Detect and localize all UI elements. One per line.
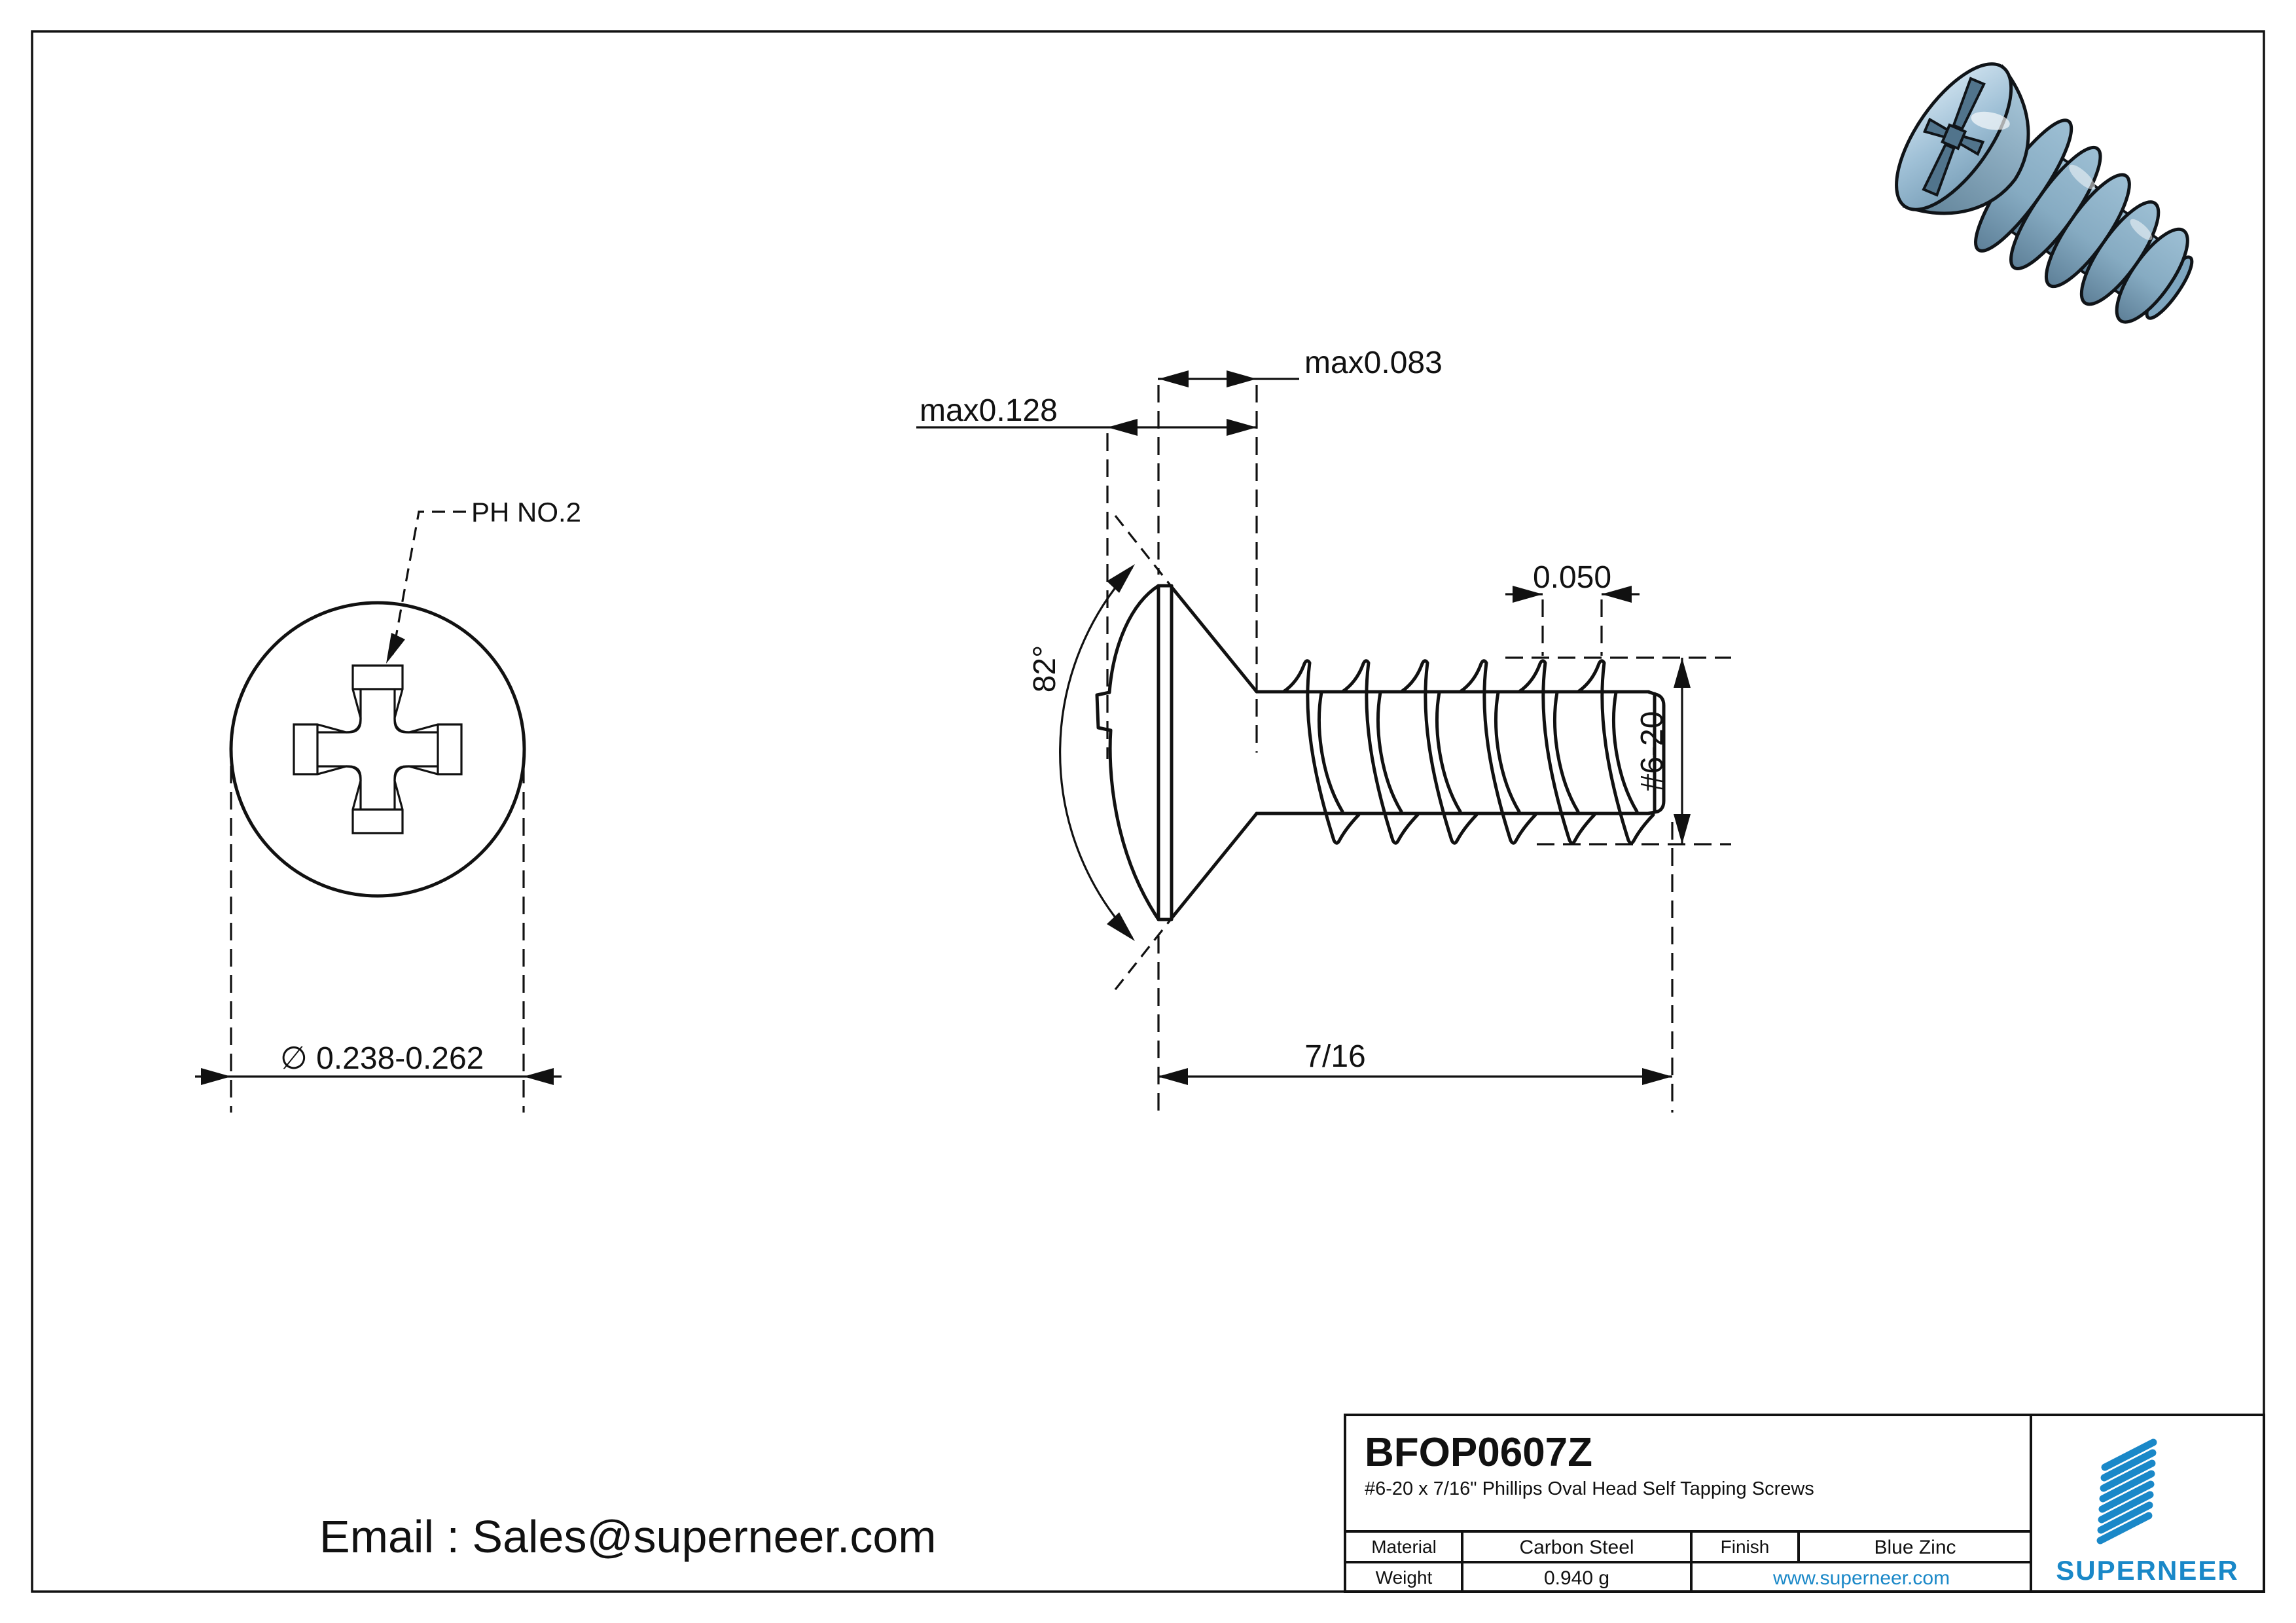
- brand-stripes-icon: [2096, 1438, 2157, 1544]
- email-text: Email : Sales@superneer.com: [319, 1511, 937, 1562]
- recess-leader-arrow-icon: [386, 633, 405, 664]
- title-block: BFOP0607Z #6-20 x 7/16" Phillips Oval He…: [1344, 1414, 2265, 1593]
- screw-length-label: 7/16: [1304, 1039, 1365, 1074]
- rendered-screw-3d-image: [1895, 62, 2194, 324]
- material-label: Material: [1371, 1537, 1437, 1557]
- head-length-dimension: max0.128: [916, 385, 1258, 759]
- rendered-phillips-recess-icon: [1922, 77, 1986, 197]
- weight-label: Weight: [1376, 1567, 1433, 1588]
- thread-size-label: #6-20: [1635, 711, 1670, 792]
- head-angle-label: 82°: [1028, 645, 1062, 693]
- part-number: BFOP0607Z: [1365, 1430, 1592, 1475]
- head-diameter-label: ∅ 0.238-0.262: [280, 1041, 484, 1076]
- weight-value: 0.940 g: [1544, 1567, 1609, 1589]
- head-length-label: max0.128: [920, 393, 1058, 428]
- head-angle-dimension: 82°: [1028, 515, 1172, 990]
- side-view: max0.128 max0.083 0.050 82°: [916, 346, 1731, 1113]
- phillips-recess-icon: [293, 664, 463, 834]
- front-view: PH NO.2 ∅ 0.238-0.262: [195, 497, 581, 1113]
- thread-pitch-label: 0.050: [1533, 560, 1611, 595]
- finish-value: Blue Zinc: [1874, 1537, 1956, 1558]
- brand-name: SUPERNEER: [2056, 1555, 2238, 1586]
- part-description: #6-20 x 7/16" Phillips Oval Head Self Ta…: [1365, 1478, 1814, 1499]
- thread-size-dimension: #6-20: [1505, 656, 1731, 846]
- thread-pitch-dimension: 0.050: [1505, 560, 1640, 656]
- material-value: Carbon Steel: [1519, 1537, 1634, 1558]
- screw-shank-profile: [1255, 690, 1666, 815]
- screw-head-profile: [1095, 584, 1259, 921]
- dome-height-label: max0.083: [1304, 346, 1443, 380]
- head-diameter-dimension: ∅ 0.238-0.262: [195, 766, 562, 1113]
- sheet-border-frame: [31, 30, 2265, 1593]
- screw-length-dimension: 7/16: [1157, 822, 1674, 1113]
- recess-leader-line: [391, 510, 466, 655]
- recess-label: PH NO.2: [471, 497, 581, 527]
- dome-height-dimension: max0.083: [1157, 346, 1443, 575]
- screw-thread-profile: [1282, 659, 1655, 845]
- finish-label: Finish: [1721, 1537, 1770, 1557]
- head-outline-circle: [229, 601, 526, 898]
- brand-logo: SUPERNEER: [2056, 1438, 2238, 1586]
- recess-callout: PH NO.2: [386, 497, 581, 664]
- website-link[interactable]: www.superneer.com: [1772, 1567, 1950, 1589]
